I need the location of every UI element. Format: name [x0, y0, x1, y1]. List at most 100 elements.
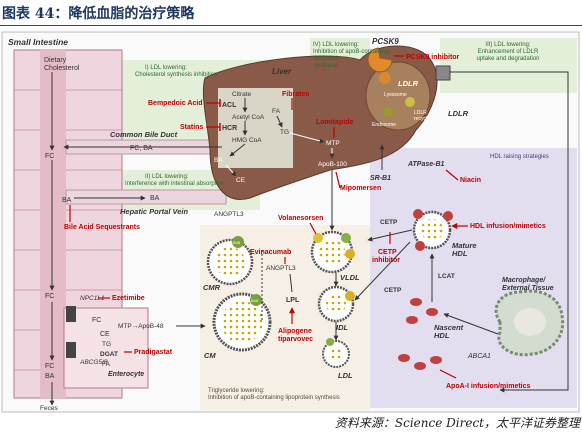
- pcsk9-particle: [379, 72, 391, 84]
- lcat-label: LCAT: [438, 273, 455, 280]
- angptl3-liver-label: ANGPTL3: [214, 211, 244, 218]
- evinacumab-label: Evinacumab: [250, 249, 291, 256]
- intestine-lumen: [40, 50, 66, 398]
- acl-label: ACL: [222, 102, 237, 109]
- hcr-label: HCR: [222, 125, 237, 132]
- cmr-label: CMR: [203, 283, 221, 292]
- pradigastat-label: Pradigastat: [134, 349, 173, 356]
- pcsk9-label: PCSK9: [372, 37, 399, 46]
- idl-particle: [317, 285, 355, 323]
- panel-hdl: [370, 148, 577, 408]
- nascent-hdl-particles: [406, 298, 438, 324]
- cmr-particle: B48: [206, 236, 254, 286]
- bempedoic-label: Bempedoic Acid: [148, 100, 203, 107]
- hdl-infusion-top-label: HDL infusion/mimetics: [470, 223, 546, 230]
- fc-ba-label: FC, BA: [130, 145, 153, 152]
- lpl-label: LPL: [286, 297, 300, 304]
- mipomersen-label: Mipomersen: [340, 185, 381, 192]
- figure-title-bar: 图表 44：降低血脂的治疗策略: [0, 0, 582, 26]
- tg-liver-label: TG: [280, 129, 289, 136]
- figure-title: 图表 44：降低血脂的治疗策略: [2, 6, 195, 22]
- apoai-particles: [398, 354, 442, 370]
- enterocyte-cell: [63, 307, 149, 389]
- fc-top-label: FC: [45, 153, 54, 160]
- macrophage-label: Macrophage/External Tissue: [502, 277, 554, 292]
- hdl-strategy-text: HDL raising strategies: [490, 154, 549, 160]
- hmg-coa-label: HMG CoA: [232, 137, 262, 144]
- ezetimibe-label: Ezetimibe: [112, 295, 145, 302]
- lysosome-particle: [383, 107, 393, 117]
- fibrates-label: Fibrates: [282, 91, 309, 98]
- small-intestine-label: Small Intestine: [8, 37, 68, 47]
- fc-low-label: FC: [45, 363, 54, 370]
- fa-liver-label: FA: [272, 108, 281, 115]
- cetp-label: CETP: [380, 219, 398, 226]
- svg-text:B48: B48: [251, 298, 259, 303]
- apob100-liver-label: ApoB-100: [318, 161, 347, 168]
- ldl-particle: [322, 338, 350, 368]
- fa-enterocyte-label: FA: [102, 361, 111, 368]
- enterocyte-label: Enterocyte: [108, 371, 144, 378]
- ldl-label: LDL: [338, 371, 353, 380]
- mtp-liver-label: MTP: [326, 140, 340, 147]
- pcsk9-icon: [367, 47, 393, 73]
- npc1l1-label: NPC1L1: [80, 295, 105, 302]
- ba-low-label: BA: [45, 373, 55, 380]
- ce-liver-label: CE: [236, 177, 246, 184]
- strategy-i-text: I) LDL lowering:Cholesterol synthesis in…: [135, 65, 217, 78]
- cm-label: CM: [204, 351, 216, 360]
- citrate-label: Citrate: [232, 91, 252, 98]
- mtp-apob48-label: MTP→ApoB-48: [118, 323, 164, 330]
- cetp-lower-label: CETP: [384, 287, 402, 294]
- idl-label: IDL: [336, 323, 349, 332]
- ldlr-label-right: LDLR: [448, 109, 469, 118]
- angptl3-label: ANGPTL3: [266, 265, 296, 272]
- vldl-particle: [310, 230, 355, 274]
- volanesorsen-label: Volanesorsen: [278, 215, 323, 222]
- source-note: 资料来源：Science Direct，太平洋证券整理: [334, 416, 580, 430]
- atpase-label: ATPase-B1: [407, 161, 445, 168]
- abca1-label: ABCA1: [467, 353, 491, 360]
- tg-enterocyte-label: TG: [102, 341, 111, 348]
- hepatic-portal-vein: [65, 189, 227, 205]
- vldl-label: VLDL: [340, 273, 360, 282]
- bile-acid-seq-label: Bile Acid Sequestrants: [64, 224, 140, 231]
- liver-label: Liver: [272, 67, 292, 76]
- srb1-label: SR-B1: [370, 175, 391, 182]
- abcg58-label: ABCG5/8: [79, 359, 108, 366]
- strategy-ii-text: II) LDL lowering:Interference with intes…: [125, 174, 224, 187]
- apoai-infusion-label: ApoA-I infusion/mimetics: [446, 383, 531, 390]
- mature-hdl-particle: [412, 209, 453, 251]
- cm-particle: B48: [212, 292, 272, 352]
- ba-intestine-label: BA: [62, 197, 72, 204]
- statins-label: Statins: [180, 124, 203, 131]
- npc1l1-transporter: [66, 306, 76, 322]
- feces-label: Feces: [40, 405, 58, 412]
- common-bile-duct-label: Common Bile Duct: [110, 130, 178, 139]
- endosome-label: Endosome: [372, 122, 396, 128]
- hepatic-portal-vein-label: Hepatic Portal Vein: [120, 207, 188, 216]
- niacin-label: Niacin: [460, 177, 481, 184]
- ldl-uptake-arrow: [450, 71, 569, 393]
- dgat-label: DGAT: [100, 351, 118, 358]
- macrophage-nucleus: [514, 308, 546, 336]
- ba-liver-label: BA: [214, 157, 223, 164]
- pcsk9-inhibitor-label: PCSK9 inhibitor: [406, 54, 460, 61]
- acetyl-coa-label: Acetyl CoA: [232, 114, 265, 121]
- fc-enterocyte-label: FC: [92, 317, 101, 324]
- endosome-particle: [405, 97, 415, 107]
- panel-s3: [440, 38, 577, 93]
- strategy-iv-text: IV) LDL lowering:Inhibition of apoB-cont…: [313, 42, 389, 69]
- ldlr-label-top: LDLR: [398, 79, 419, 88]
- lomitapide-label: Lomitapide: [316, 119, 353, 126]
- tg-strategy-text: Triglyceride lowering:Inhibition of apoB…: [208, 388, 340, 401]
- ba-portal-label: BA: [150, 195, 160, 202]
- fc-mid-label: FC: [45, 293, 54, 300]
